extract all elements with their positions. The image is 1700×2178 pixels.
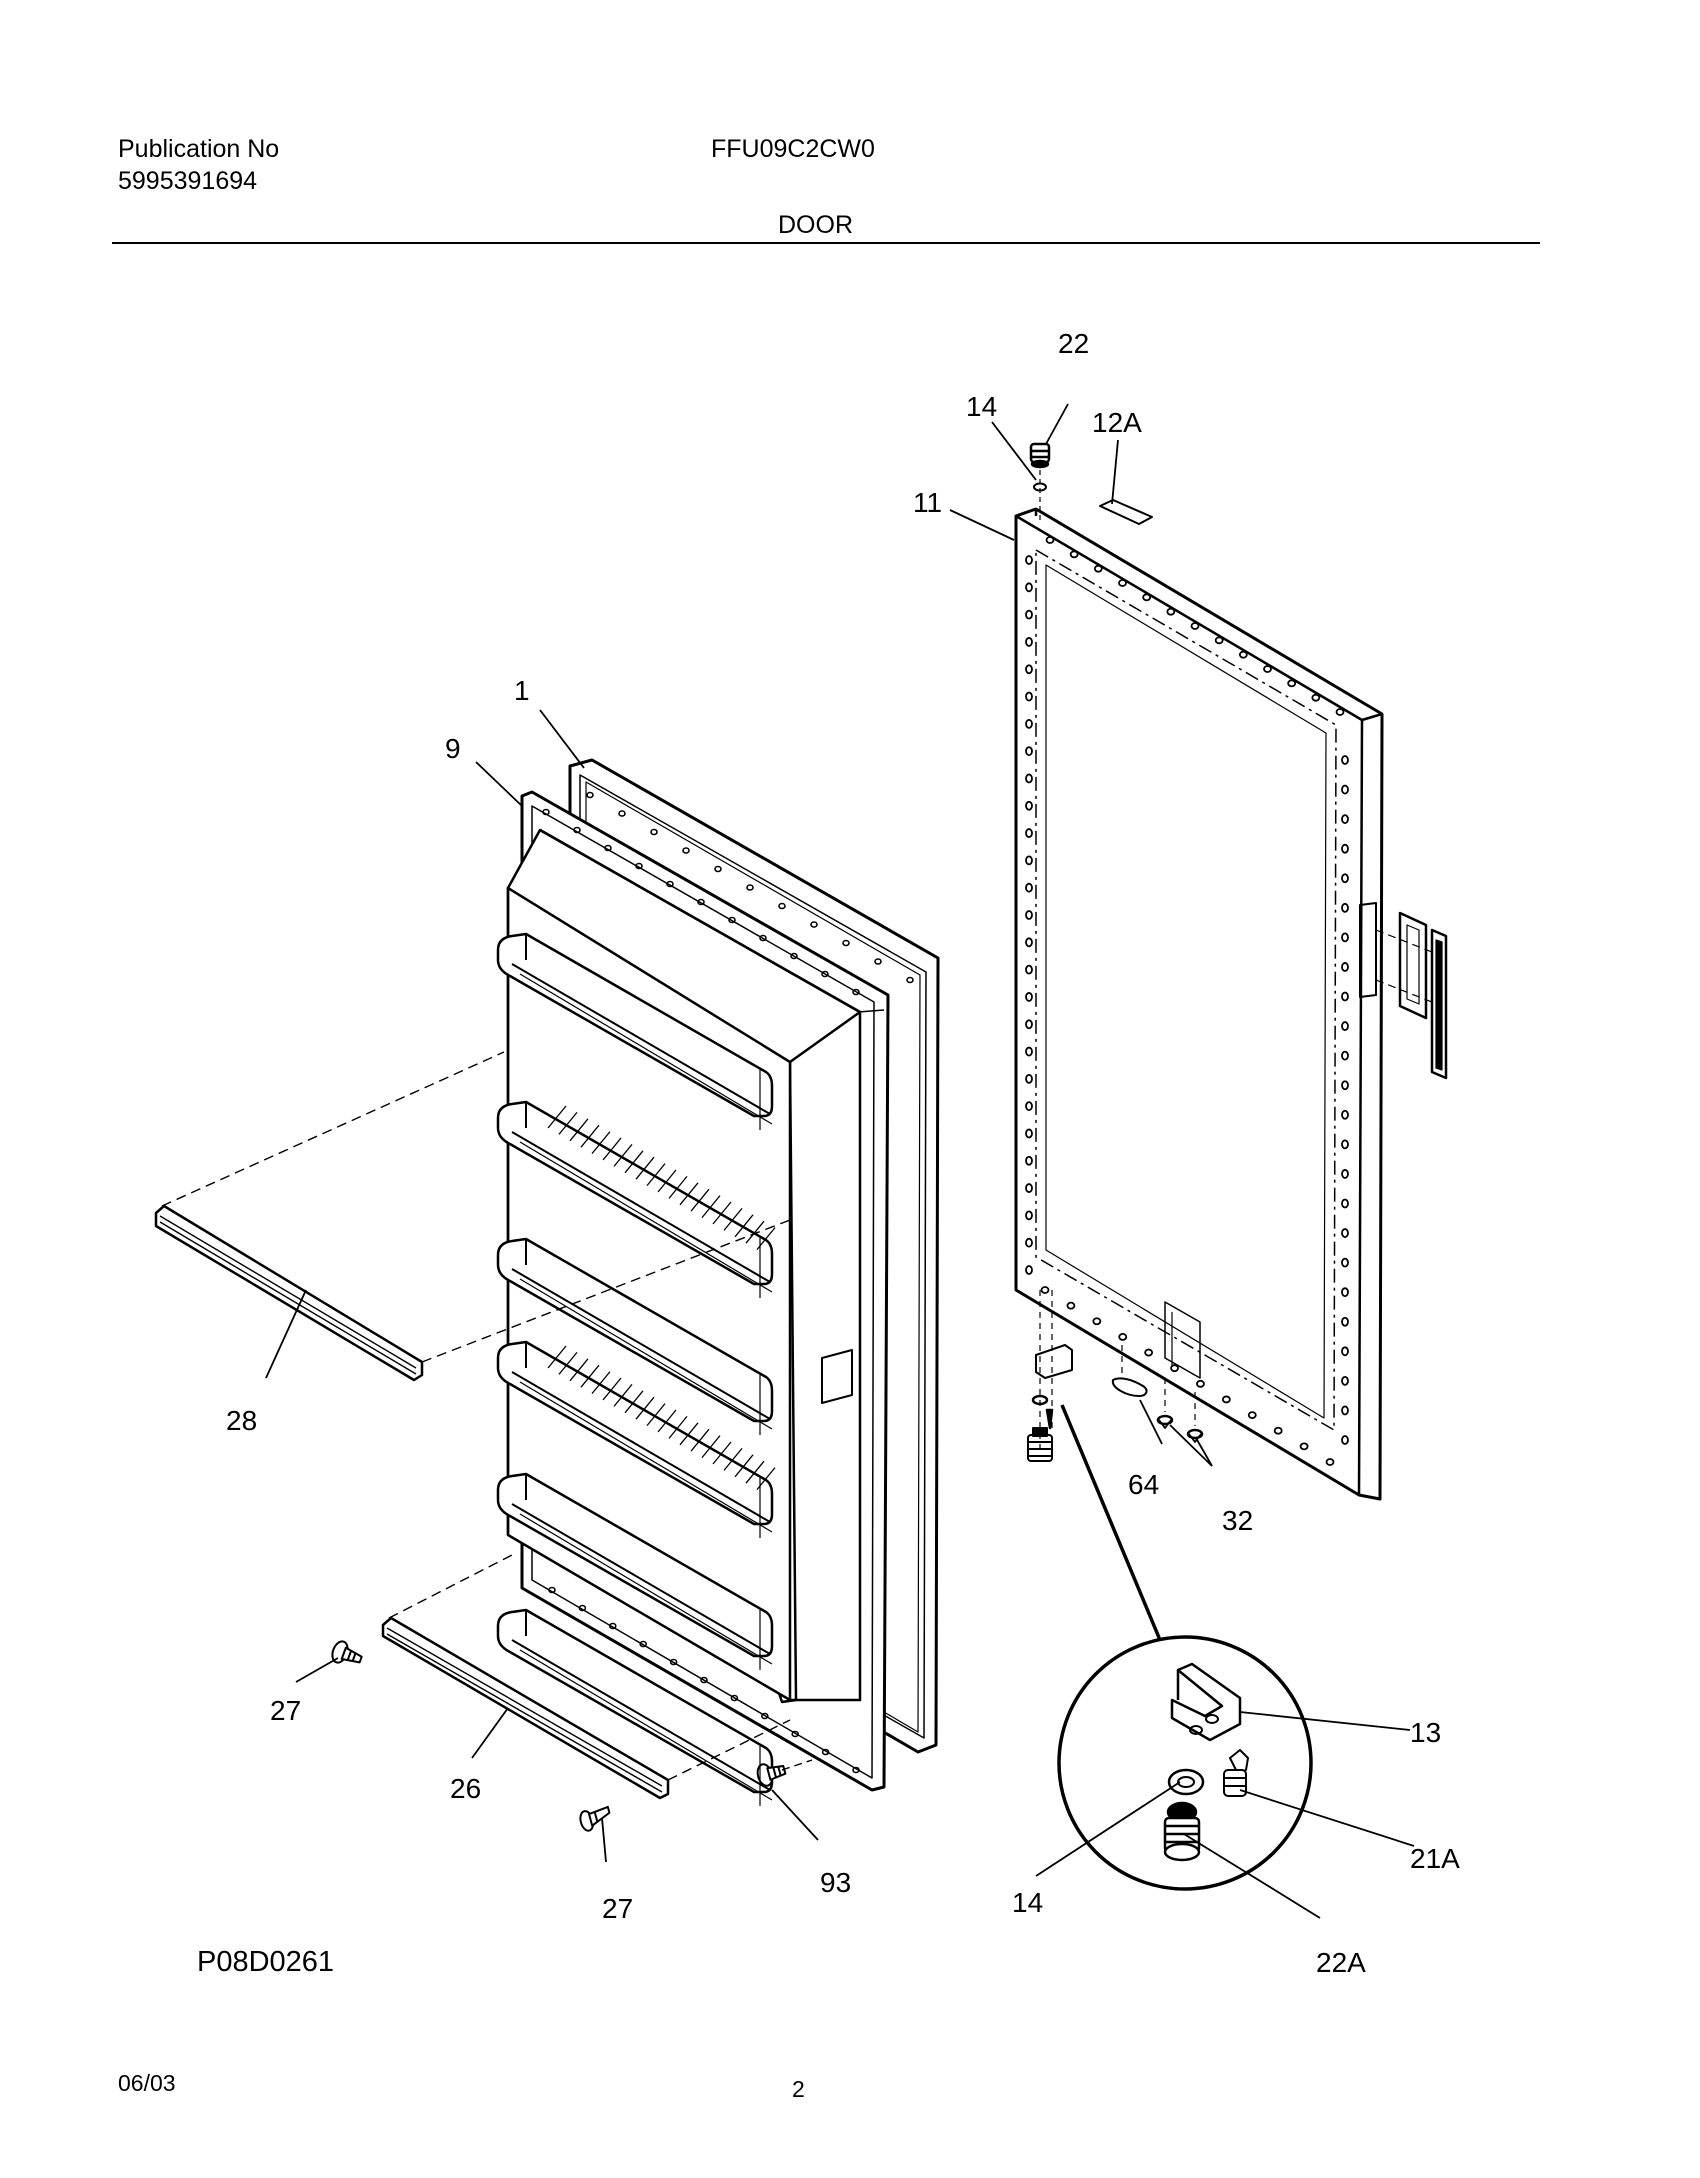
callout-label: 14	[966, 391, 997, 422]
callout-label: 27	[602, 1893, 633, 1924]
callout-labels: 1 9 11 12A 13 14 14 21A 22 22A 26 27 27 …	[226, 328, 1460, 1978]
publication-date: 06/03	[118, 2070, 176, 2096]
bottom-hinge-parts	[1027, 1290, 1204, 1462]
outer-door-panel	[1014, 507, 1384, 1501]
callout-label: 22A	[1316, 1947, 1366, 1978]
publication-number: 5995391694	[118, 167, 258, 195]
shelf-rail-upper	[154, 1051, 791, 1382]
callout-label: 27	[270, 1695, 301, 1726]
callout-label: 9	[445, 733, 461, 764]
hinge-detail-callout	[1057, 1404, 1313, 1891]
callout-label: 28	[226, 1405, 257, 1436]
outer-door-screw-holes	[1025, 536, 1349, 1466]
model-number: FFU09C2CW0	[711, 135, 875, 163]
drawing-code: P08D0261	[197, 1946, 335, 1978]
callout-label: 12A	[1092, 407, 1142, 438]
shelf-rail-lower	[381, 1554, 791, 1800]
page-number: 2	[792, 2076, 805, 2102]
callout-label: 13	[1410, 1717, 1441, 1748]
callout-label: 26	[450, 1773, 481, 1804]
callout-label: 64	[1128, 1469, 1159, 1500]
door-shelves	[496, 932, 776, 1806]
section-title: DOOR	[778, 211, 853, 239]
push-pin-fasteners	[331, 1640, 813, 1832]
header-rule	[112, 242, 1540, 244]
callout-label: 22	[1058, 328, 1089, 359]
callout-label: 11	[913, 487, 942, 518]
liner-dots	[542, 808, 860, 1774]
leader-lines	[265, 403, 1415, 1919]
callout-label: 14	[1012, 1887, 1043, 1918]
callout-label: 93	[820, 1867, 851, 1898]
callout-label: 21A	[1410, 1843, 1460, 1874]
callout-label: 32	[1222, 1505, 1253, 1536]
top-hinge-parts	[1029, 442, 1153, 525]
door-handle-parts	[1359, 902, 1448, 1080]
callout-label: 1	[514, 675, 530, 706]
publication-label: Publication No	[118, 135, 280, 163]
